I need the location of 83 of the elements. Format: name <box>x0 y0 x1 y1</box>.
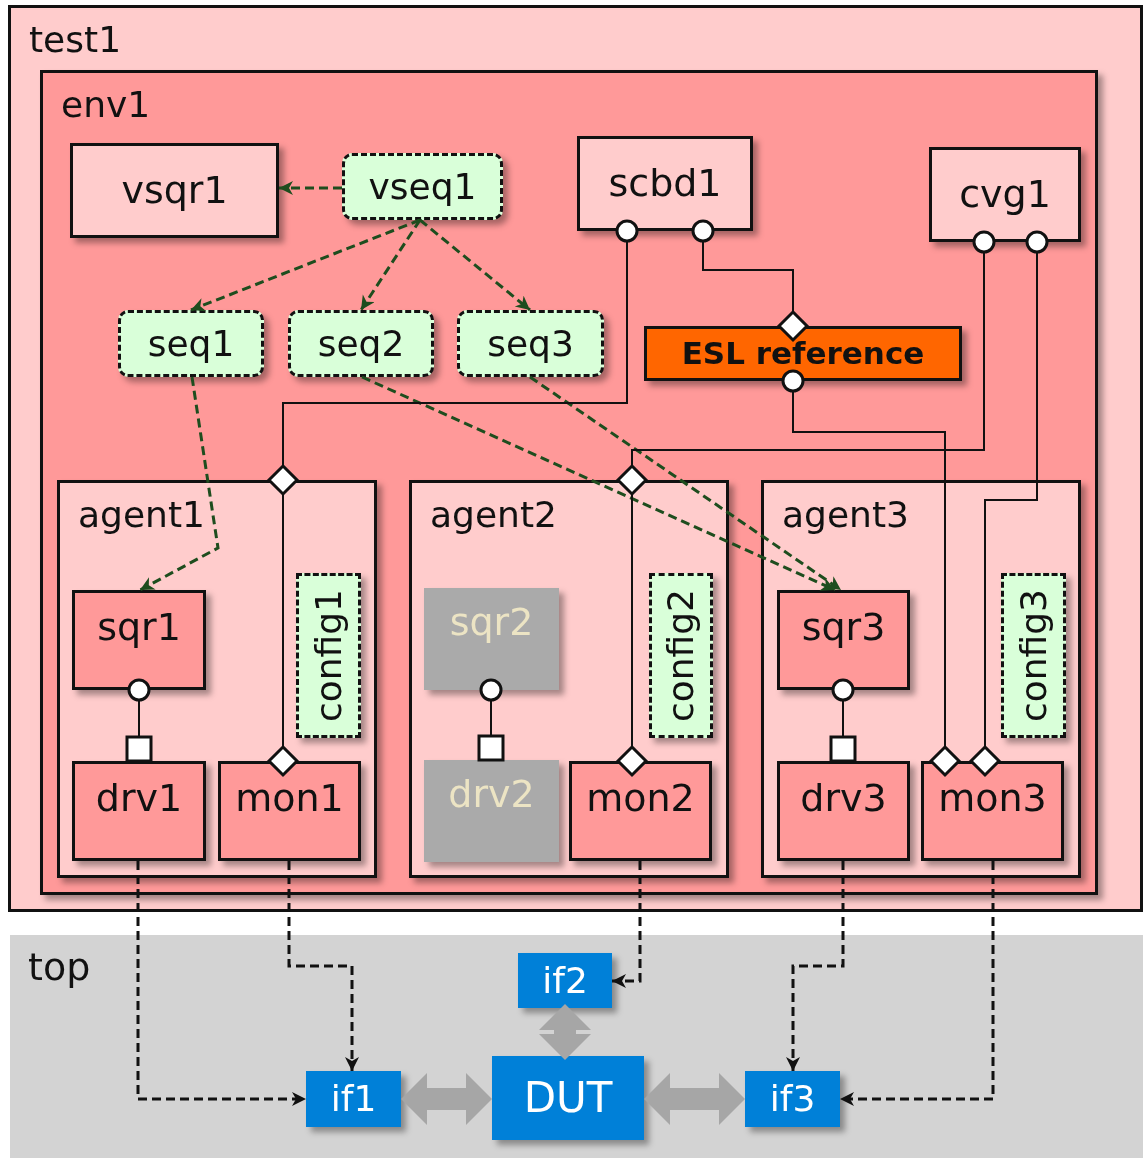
sequence-box <box>118 310 264 377</box>
port-connector <box>829 678 857 763</box>
container-label: env1 <box>61 85 151 125</box>
container-box <box>40 70 1098 895</box>
config-name: config3 <box>1013 588 1054 723</box>
dashed-arrow <box>359 219 422 311</box>
container-box <box>10 935 1143 1158</box>
container-label: top <box>28 947 91 989</box>
component-name: mon1 <box>235 778 344 820</box>
component-box <box>70 143 279 238</box>
component-name: scbd1 <box>608 162 722 205</box>
container-label: test1 <box>29 20 122 60</box>
component-box <box>569 761 712 861</box>
port-connector <box>267 219 639 777</box>
interface-box <box>306 1071 401 1127</box>
config-box <box>649 573 713 738</box>
model-box <box>644 326 962 381</box>
interface-name: if2 <box>542 960 588 1001</box>
double-arrow <box>644 1073 745 1125</box>
container-label: agent2 <box>430 495 557 535</box>
component-box <box>777 590 910 690</box>
component-name: sqr1 <box>97 607 181 649</box>
config-name: config2 <box>661 588 701 723</box>
sequence-name: seq3 <box>487 323 574 364</box>
port-connector <box>781 369 961 777</box>
component-box <box>218 761 361 861</box>
dut-box <box>492 1056 644 1140</box>
dashed-arrow <box>287 861 359 1071</box>
inactive-box <box>424 760 559 862</box>
dashed-arrow <box>612 861 642 988</box>
interface-name: if3 <box>769 1079 816 1119</box>
sequence-name: vseq1 <box>368 166 477 207</box>
dashed-arrow <box>190 218 421 312</box>
sequence-box <box>288 310 434 377</box>
port-connector <box>616 230 996 777</box>
container-label: agent1 <box>78 495 205 535</box>
dashed-arrow <box>840 861 995 1106</box>
interface-box <box>518 953 612 1008</box>
component-name: drv1 <box>95 778 183 820</box>
model-name: ESL reference <box>681 336 925 371</box>
interface-box <box>745 1071 840 1127</box>
component-name: sqr3 <box>801 607 886 649</box>
config-box <box>296 573 361 738</box>
agent-box <box>409 480 729 878</box>
dashed-arrow <box>139 376 220 592</box>
dut-name: DUT <box>523 1074 613 1122</box>
config-box <box>1001 573 1066 738</box>
port-connector <box>969 230 1049 777</box>
sequence-name: seq2 <box>317 323 405 364</box>
dashed-arrow <box>529 375 842 592</box>
dashed-arrow <box>136 861 306 1106</box>
sequence-box <box>342 153 503 220</box>
double-arrow <box>401 1073 492 1125</box>
container-label: agent3 <box>782 495 909 535</box>
component-name: mon2 <box>586 778 695 820</box>
dashed-arrow <box>361 375 836 592</box>
component-box <box>577 136 753 231</box>
component-box <box>72 590 206 690</box>
agent-box <box>57 480 377 878</box>
component-box <box>929 147 1081 242</box>
component-name: drv3 <box>800 778 887 820</box>
component-name: cvg1 <box>959 173 1051 216</box>
port-connector <box>477 678 505 762</box>
component-name: mon3 <box>938 778 1047 820</box>
component-box <box>921 761 1064 861</box>
agent-box <box>761 480 1081 878</box>
dashed-arrow <box>786 861 845 1071</box>
dashed-arrow <box>419 218 531 312</box>
port-connector <box>691 219 809 342</box>
dashed-arrow <box>279 181 342 195</box>
component-name: sqr2 <box>449 602 534 644</box>
component-box <box>777 761 910 861</box>
double-arrow <box>539 1004 591 1060</box>
component-name: drv2 <box>448 774 535 816</box>
interface-name: if1 <box>330 1079 377 1119</box>
port-connector <box>125 678 153 763</box>
component-box <box>72 761 206 861</box>
sequence-box <box>457 310 604 377</box>
container-box <box>8 5 1143 912</box>
component-name: vsqr1 <box>121 169 228 212</box>
sequence-name: seq1 <box>147 323 235 364</box>
inactive-box <box>424 588 559 690</box>
config-name: config1 <box>308 588 349 723</box>
